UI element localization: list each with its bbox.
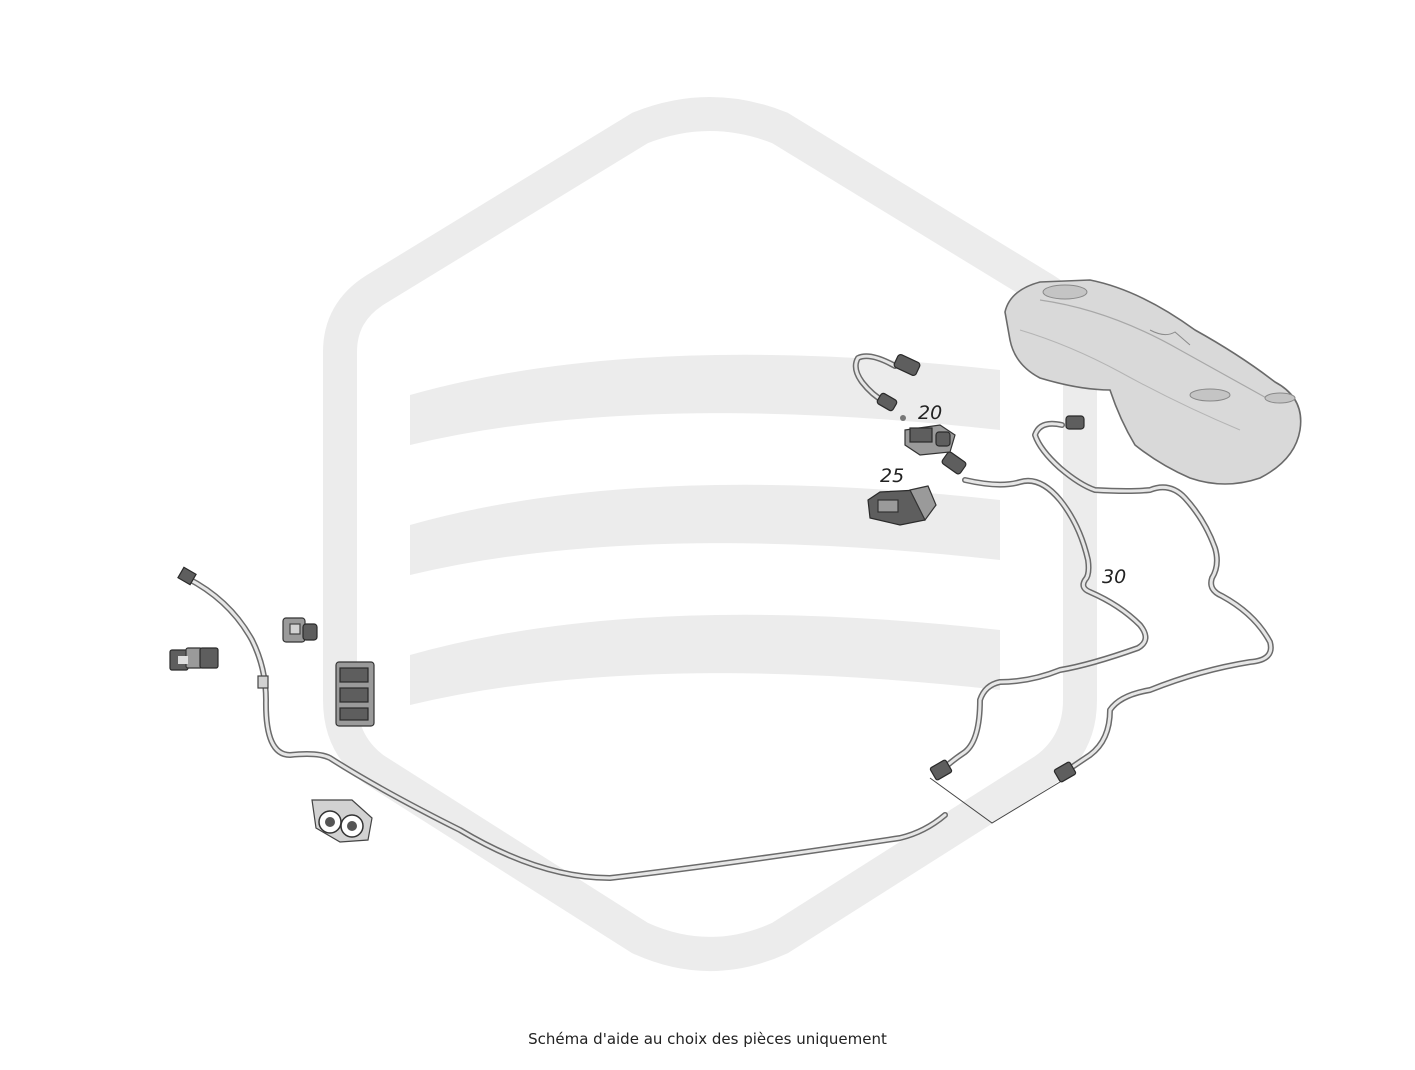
short-hose-top [852, 353, 921, 412]
part-20-valve [900, 415, 956, 456]
callout-20: 20 [918, 402, 942, 424]
main-fuel-line [177, 566, 948, 881]
fuel-tank [1004, 279, 1302, 485]
hose-30-left [929, 451, 1149, 781]
clip-small-top [282, 617, 318, 643]
diagram-caption: Schéma d'aide au choix des pièces unique… [528, 1030, 887, 1048]
watermark-stripe-3 [410, 614, 1000, 705]
clip-holder-tall [335, 661, 375, 727]
part-25-bracket [867, 485, 937, 526]
line-joint [257, 675, 269, 689]
hose-30-right [1032, 415, 1274, 783]
leader-lines-30 [929, 777, 1061, 824]
callout-25: 25 [880, 465, 904, 487]
watermark-stripe-1 [410, 354, 1000, 445]
double-ring-clip [311, 799, 373, 843]
clip-cluster-left [169, 647, 219, 671]
watermark-stripe-2 [410, 484, 1000, 575]
callout-30: 30 [1102, 566, 1126, 588]
line-end-fitting [177, 566, 197, 586]
